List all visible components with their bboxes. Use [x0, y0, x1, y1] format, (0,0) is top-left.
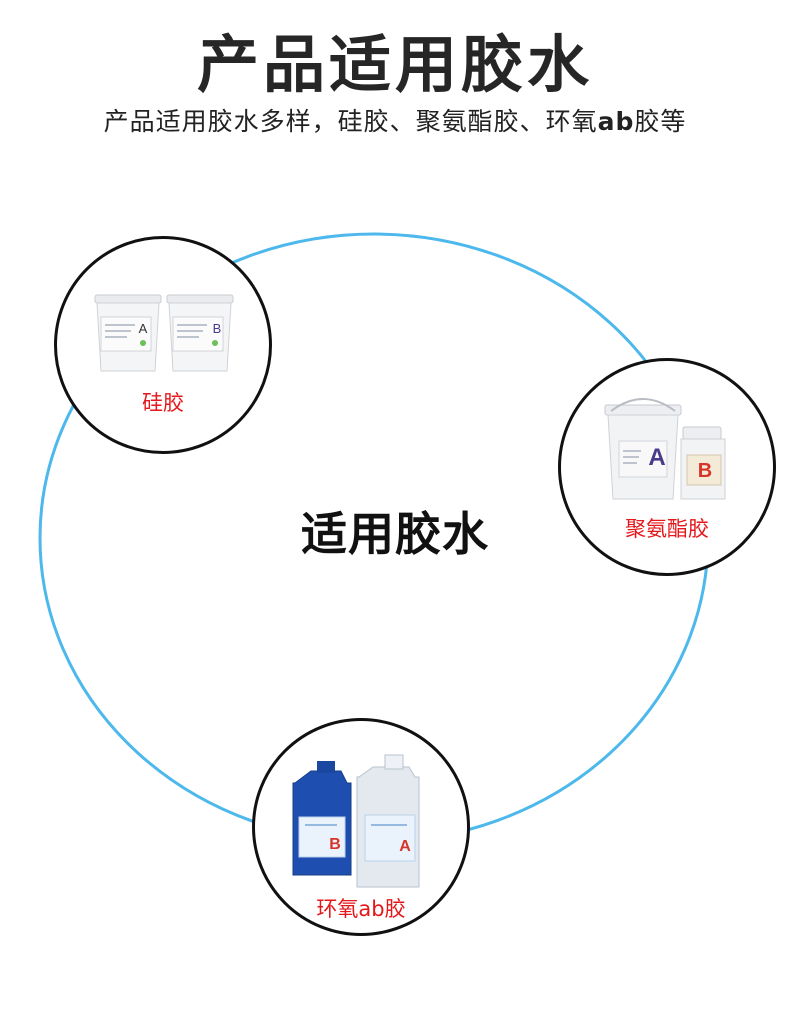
page-title: 产品适用胶水	[196, 28, 593, 101]
glue-bubble-epoxy: B A 环氧ab胶	[252, 718, 470, 936]
jug-pair-icon: B A	[292, 754, 420, 888]
glue-label-epoxy: 环氧ab胶	[316, 897, 406, 921]
pu-mark-b: B	[698, 460, 712, 482]
glue-label-polyurethane: 聚氨酯胶	[625, 517, 709, 541]
glue-label-silicone: 硅胶	[142, 391, 184, 415]
bucket-pair-icon: A B	[94, 294, 234, 372]
subtitle-suffix: 胶等	[634, 107, 687, 136]
silicone-mark-a: A	[139, 321, 148, 336]
center-label: 适用胶水	[301, 507, 489, 561]
glue-bubble-silicone: A B 硅胶	[54, 236, 272, 454]
bucket-and-jug-icon: A B	[604, 398, 726, 500]
epoxy-mark-b: B	[329, 836, 341, 853]
subtitle-bold: ab	[597, 107, 635, 136]
page-subtitle: 产品适用胶水多样，硅胶、聚氨酯胶、环氧ab胶等	[0, 102, 790, 138]
epoxy-mark-a: A	[399, 838, 411, 855]
silicone-mark-b: B	[213, 321, 222, 336]
subtitle-prefix: 产品适用胶水多样，硅胶、聚氨酯胶、环氧	[103, 107, 598, 136]
pu-mark-a: A	[648, 444, 665, 471]
glue-bubble-polyurethane: A B 聚氨酯胶	[558, 358, 776, 576]
